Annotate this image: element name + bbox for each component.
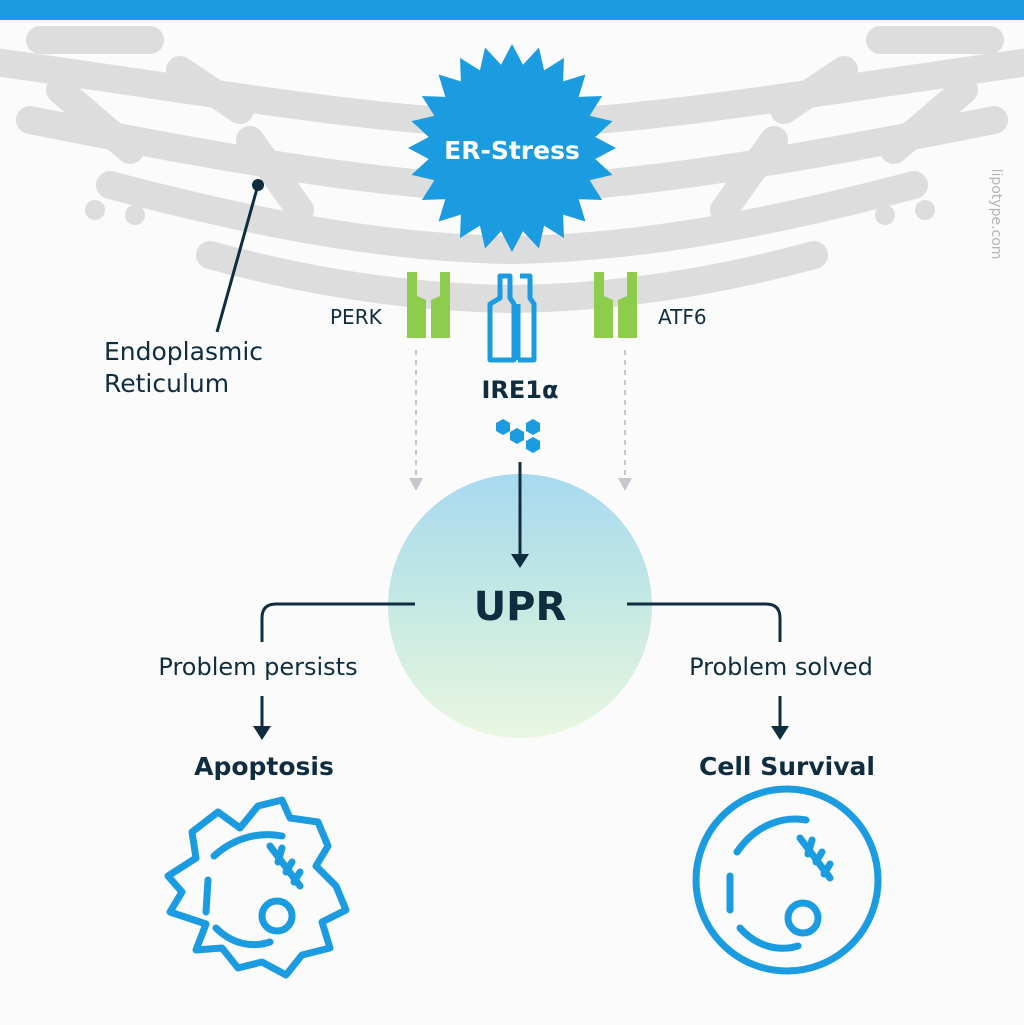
watermark-text: lipotype.com	[988, 169, 1004, 260]
atf6-label: ATF6	[658, 305, 707, 329]
apoptotic-cell-icon	[164, 796, 350, 979]
perk-receptor-icon	[407, 272, 450, 338]
perk-dashed-arrow	[409, 350, 423, 491]
er-stress-starburst-icon	[408, 44, 616, 252]
er-stress-label: ER-Stress	[444, 136, 580, 165]
cell-survival-label: Cell Survival	[699, 752, 875, 781]
atf6-receptor-icon	[594, 272, 637, 338]
right-branch-connector	[627, 602, 782, 642]
perk-label: PERK	[330, 305, 383, 329]
left-branch-condition: Problem persists	[158, 653, 357, 681]
top-bar	[0, 0, 1024, 20]
er-dots	[85, 200, 935, 225]
er-label-line2: Reticulum	[104, 369, 229, 398]
upr-label: UPR	[474, 584, 567, 630]
atf6-dashed-arrow	[618, 350, 632, 491]
ire1a-receptor-icon	[487, 273, 537, 363]
hexagon-cluster-icon	[496, 419, 540, 453]
upr-circle	[388, 474, 652, 738]
left-branch-connector	[260, 602, 415, 642]
apoptosis-label: Apoptosis	[194, 752, 334, 781]
right-branch-condition: Problem solved	[689, 653, 873, 681]
left-branch-arrow	[253, 696, 271, 740]
er-label-line1: Endoplasmic	[104, 337, 263, 366]
er-pointer-dot	[252, 179, 264, 191]
er-pointer-line	[215, 184, 260, 333]
right-branch-arrow	[771, 696, 789, 740]
ire1a-label: IRE1α	[482, 376, 559, 404]
endoplasmic-reticulum-shape	[0, 26, 1024, 313]
ire1a-to-upr-arrow	[511, 462, 529, 568]
healthy-cell-icon	[692, 785, 882, 975]
